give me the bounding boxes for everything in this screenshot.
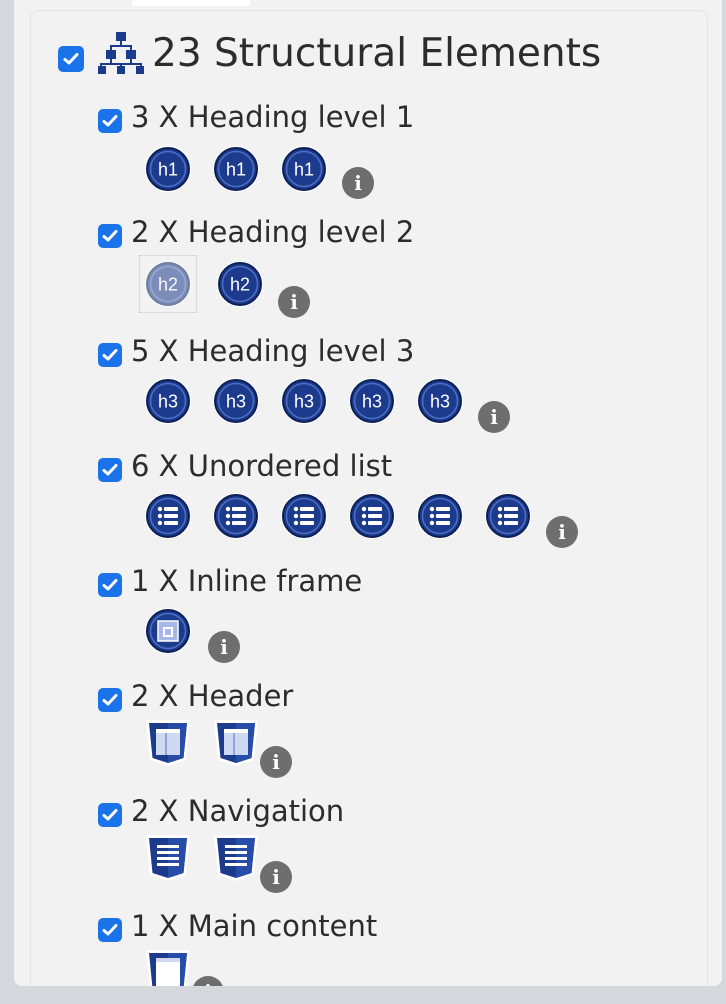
main-content-landmark-icon[interactable] (144, 948, 192, 986)
header-landmark-icon[interactable] (144, 718, 192, 766)
heading-level-3-icon[interactable]: h3 (348, 377, 396, 425)
heading-level-1-icon[interactable]: h1 (280, 145, 328, 193)
group-checkbox[interactable] (98, 803, 122, 827)
unordered-list-icon[interactable] (280, 492, 328, 540)
structure-group: 1 X Inline frame i (14, 561, 722, 676)
info-icon[interactable]: i (546, 516, 578, 548)
info-icon[interactable]: i (342, 167, 374, 199)
group-label: 5 X Heading level 3 (131, 334, 415, 368)
structure-group: 5 X Heading level 3 h3 h3 h3 h3 h3 i (14, 331, 722, 446)
info-icon[interactable]: i (478, 401, 510, 433)
group-checkbox[interactable] (98, 224, 122, 248)
group-label: 2 X Header (131, 679, 294, 713)
unordered-list-icon[interactable] (484, 492, 532, 540)
group-checkbox[interactable] (98, 573, 122, 597)
svg-text:h1: h1 (158, 160, 178, 180)
info-icon[interactable]: i (260, 746, 292, 778)
svg-text:h2: h2 (158, 275, 178, 295)
group-checkbox[interactable] (98, 343, 122, 367)
structure-group: 6 X Unordered list i (14, 446, 722, 561)
group-label: 6 X Unordered list (131, 449, 393, 483)
info-icon[interactable]: i (192, 976, 224, 986)
heading-level-1-icon[interactable]: h1 (212, 145, 260, 193)
active-tab-indicator (132, 0, 250, 6)
group-label: 3 X Heading level 1 (131, 100, 415, 134)
svg-text:h3: h3 (294, 392, 314, 412)
unordered-list-icon[interactable] (416, 492, 464, 540)
unordered-list-icon[interactable] (212, 492, 260, 540)
heading-level-3-icon[interactable]: h3 (144, 377, 192, 425)
heading-level-1-icon[interactable]: h1 (144, 145, 192, 193)
info-icon[interactable]: i (278, 286, 310, 318)
svg-text:h3: h3 (362, 392, 382, 412)
navigation-landmark-icon[interactable] (212, 833, 260, 881)
svg-text:h1: h1 (226, 160, 246, 180)
heading-level-3-icon[interactable]: h3 (280, 377, 328, 425)
heading-level-3-icon[interactable]: h3 (212, 377, 260, 425)
svg-text:h3: h3 (226, 392, 246, 412)
group-checkbox[interactable] (98, 109, 122, 133)
structure-group: 1 X Main content i (14, 906, 722, 986)
navigation-landmark-icon[interactable] (144, 833, 192, 881)
unordered-list-icon[interactable] (144, 492, 192, 540)
svg-text:h1: h1 (294, 160, 314, 180)
group-label: 2 X Navigation (131, 794, 345, 828)
heading-level-3-icon[interactable]: h3 (416, 377, 464, 425)
svg-text:h3: h3 (158, 392, 178, 412)
structure-group: 2 X Heading level 2 h2 h2 i (14, 212, 722, 327)
sidebar-frame: 23 Structural Elements 3 X Heading level… (14, 0, 722, 986)
structural-elements-title: 23 Structural Elements (152, 31, 602, 76)
heading-level-2-icon[interactable]: h2 (216, 260, 264, 308)
group-checkbox[interactable] (98, 688, 122, 712)
group-label: 1 X Main content (131, 909, 378, 943)
heading-level-2-icon[interactable]: h2 (139, 255, 197, 313)
group-label: 2 X Heading level 2 (131, 215, 415, 249)
group-checkbox[interactable] (98, 918, 122, 942)
structural-elements-checkbox[interactable] (58, 46, 84, 72)
info-icon[interactable]: i (208, 631, 240, 663)
info-icon[interactable]: i (260, 861, 292, 893)
structure-group: 2 X Navigation i (14, 791, 722, 906)
sitemap-icon (98, 32, 144, 74)
group-checkbox[interactable] (98, 458, 122, 482)
header-landmark-icon[interactable] (212, 718, 260, 766)
svg-text:h3: h3 (430, 392, 450, 412)
svg-text:h2: h2 (230, 275, 250, 295)
inline-frame-icon[interactable] (144, 607, 192, 655)
unordered-list-icon[interactable] (348, 492, 396, 540)
group-label: 1 X Inline frame (131, 564, 363, 598)
structure-group: 3 X Heading level 1 h1 h1 h1 i (14, 97, 722, 212)
structure-group: 2 X Header i (14, 676, 722, 791)
